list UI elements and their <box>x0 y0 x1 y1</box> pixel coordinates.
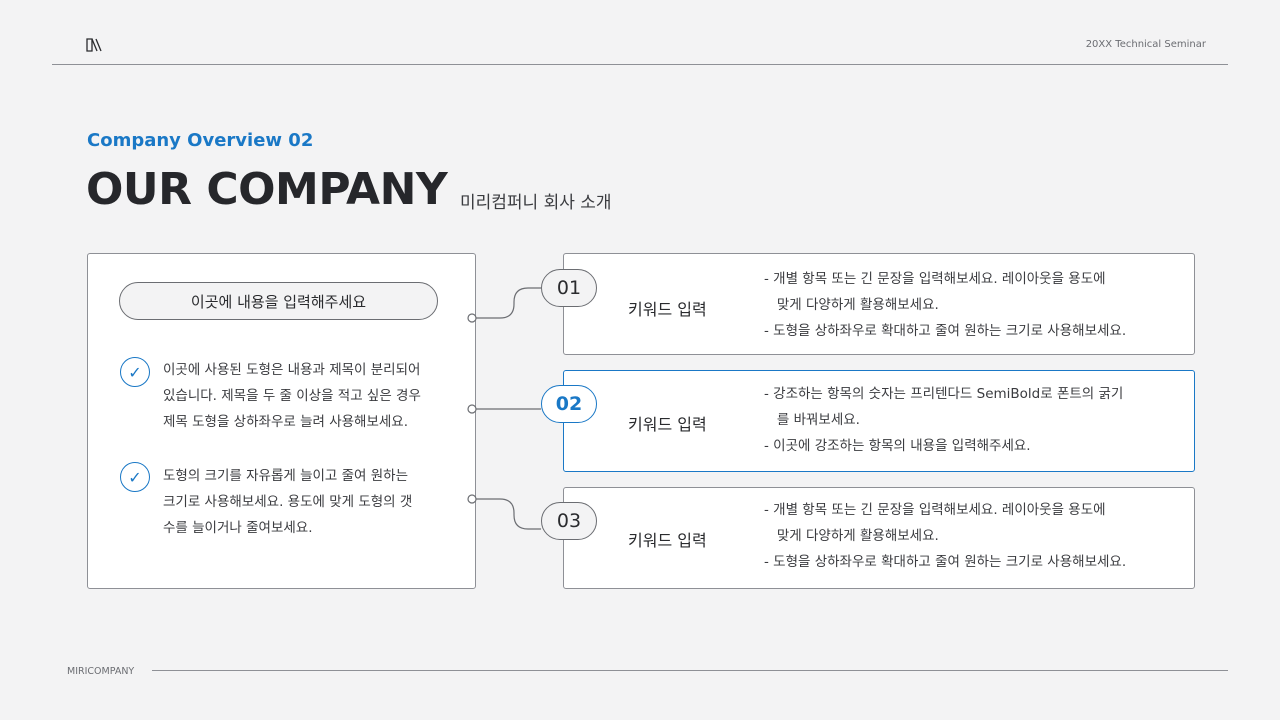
summary-line: 수를 늘이거나 줄여보세요. <box>163 520 313 536</box>
summary-line: 제목 도형을 상하좌우로 늘려 사용해보세요. <box>163 414 409 430</box>
summary-line: 크기로 사용해보세요. 용도에 맞게 도형의 갯 <box>163 494 413 510</box>
card-description-3: - 개별 항목 또는 긴 문장을 입력해보세요. 레이아웃을 용도에 맞게 다양… <box>764 497 1184 575</box>
keyword-card-2-highlighted <box>563 370 1195 472</box>
section-subtitle: Company Overview 02 <box>87 130 314 151</box>
keyword-label: 키워드 입력 <box>628 531 707 550</box>
description-line: 맞게 다양하게 활용해보세요. <box>764 297 939 313</box>
page-title: OUR COMPANY <box>86 164 448 215</box>
item-number-badge: 03 <box>541 502 597 540</box>
miri-logo-icon <box>86 38 102 52</box>
description-line: 를 바꿔보세요. <box>764 412 860 428</box>
description-line: - 개별 항목 또는 긴 문장을 입력해보세요. 레이아웃을 용도에 <box>764 271 1106 287</box>
card-description-2: - 강조하는 항목의 숫자는 프리텐다드 SemiBold로 폰트의 굵기 를 … <box>764 381 1184 459</box>
summary-pill: 이곳에 내용을 입력해주세요 <box>119 282 438 320</box>
description-line: - 개별 항목 또는 긴 문장을 입력해보세요. 레이아웃을 용도에 <box>764 502 1106 518</box>
summary-line: 있습니다. 제목을 두 줄 이상을 적고 싶은 경우 <box>163 388 421 404</box>
card-description-1: - 개별 항목 또는 긴 문장을 입력해보세요. 레이아웃을 용도에 맞게 다양… <box>764 266 1184 344</box>
summary-paragraph-1: 이곳에 사용된 도형은 내용과 제목이 분리되어 있습니다. 제목을 두 줄 이… <box>163 357 453 435</box>
check-circle-icon: ✓ <box>120 357 150 387</box>
keyword-label: 키워드 입력 <box>628 415 707 434</box>
item-number-badge: 01 <box>541 269 597 307</box>
header-seminar-label: 20XX Technical Seminar <box>1085 39 1206 50</box>
footer-company-name: MIRICOMPANY <box>67 666 135 677</box>
top-divider <box>52 64 1228 65</box>
summary-line: 이곳에 사용된 도형은 내용과 제목이 분리되어 <box>163 362 421 378</box>
description-line: 맞게 다양하게 활용해보세요. <box>764 528 939 544</box>
keyword-label: 키워드 입력 <box>628 300 707 319</box>
keyword-card-1 <box>563 253 1195 355</box>
title-description: 미리컴퍼니 회사 소개 <box>460 193 612 213</box>
item-number-badge-highlighted: 02 <box>541 385 597 423</box>
keyword-card-3 <box>563 487 1195 589</box>
description-line: - 이곳에 강조하는 항목의 내용을 입력해주세요. <box>764 438 1031 454</box>
bottom-divider <box>152 670 1228 671</box>
summary-line: 도형의 크기를 자유롭게 늘이고 줄여 원하는 <box>163 468 409 484</box>
description-line: - 강조하는 항목의 숫자는 프리텐다드 SemiBold로 폰트의 굵기 <box>764 386 1124 402</box>
summary-paragraph-2: 도형의 크기를 자유롭게 늘이고 줄여 원하는 크기로 사용해보세요. 용도에 … <box>163 463 453 541</box>
check-circle-icon: ✓ <box>120 462 150 492</box>
description-line: - 도형을 상하좌우로 확대하고 줄여 원하는 크기로 사용해보세요. <box>764 323 1127 339</box>
description-line: - 도형을 상하좌우로 확대하고 줄여 원하는 크기로 사용해보세요. <box>764 554 1127 570</box>
